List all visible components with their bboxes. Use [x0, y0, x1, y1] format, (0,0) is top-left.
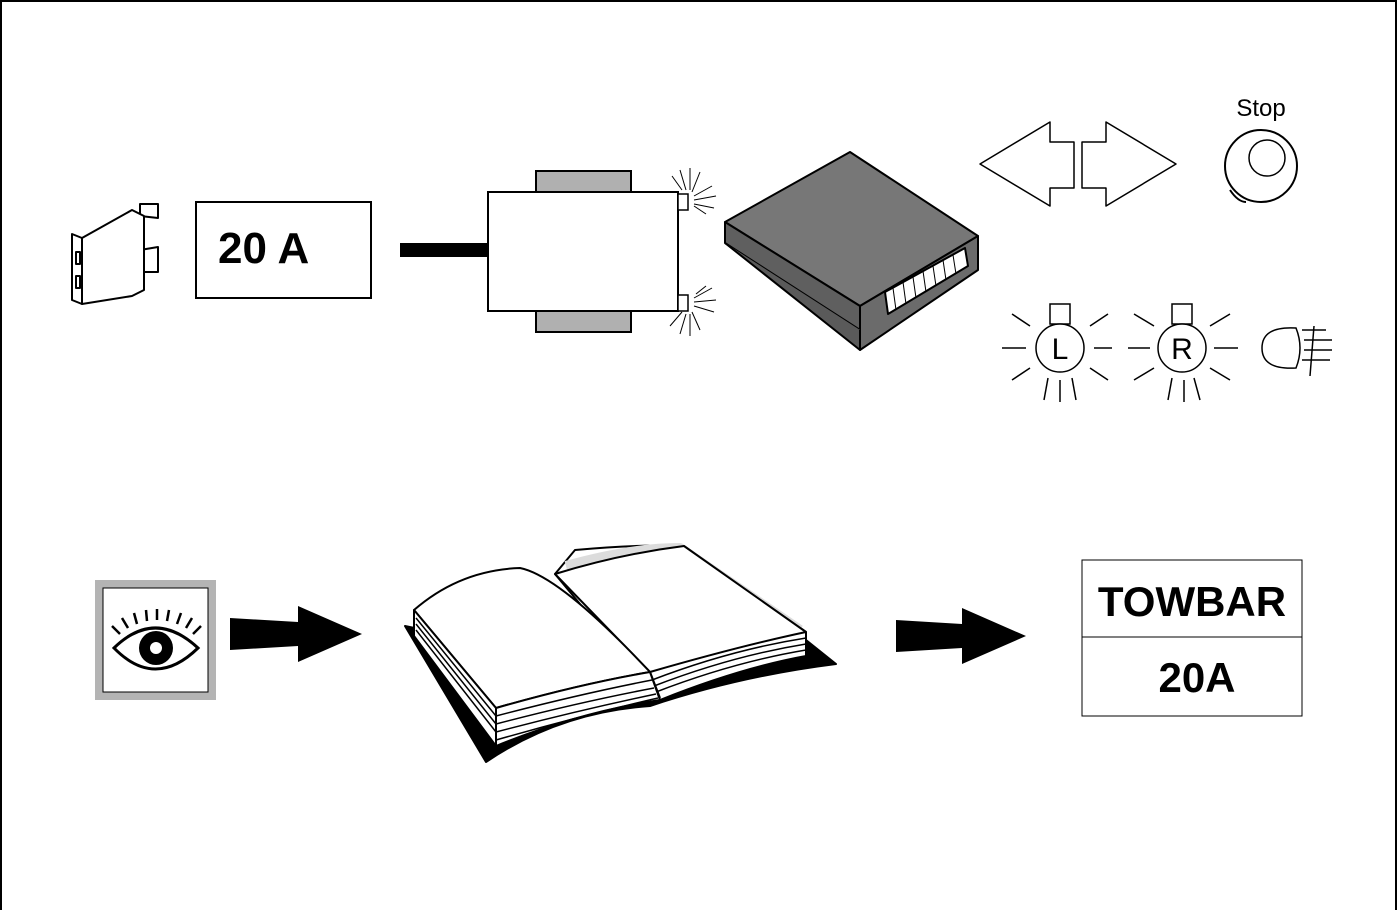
towbar-title: TOWBAR: [1098, 578, 1286, 625]
eye-icon: [95, 580, 216, 700]
blade-fuse-icon: [71, 203, 159, 305]
fuse-rating-label: 20 A: [218, 224, 309, 273]
right-indicator-lamp-icon: R: [1128, 303, 1238, 402]
connector-icon: [400, 168, 717, 336]
stop-lamp-icon: Stop: [1224, 95, 1298, 203]
open-book-icon: [404, 543, 837, 763]
towbar-rating: 20A: [1158, 654, 1235, 701]
left-arrow-icon: [979, 121, 1075, 207]
towbar-label-box: TOWBAR 20A: [1081, 559, 1303, 717]
right-arrow-icon: [1081, 121, 1177, 207]
left-indicator-lamp-icon: L: [1002, 303, 1112, 402]
arrow-icon: [896, 608, 1026, 664]
arrow-icon: [230, 606, 362, 662]
right-lamp-letter: R: [1171, 333, 1193, 366]
headlamp-icon: [1261, 325, 1332, 377]
stop-label: Stop: [1236, 95, 1285, 122]
control-module-icon: [724, 151, 979, 351]
fuse-rating-box: 20 A: [195, 201, 372, 299]
left-lamp-letter: L: [1052, 333, 1069, 366]
